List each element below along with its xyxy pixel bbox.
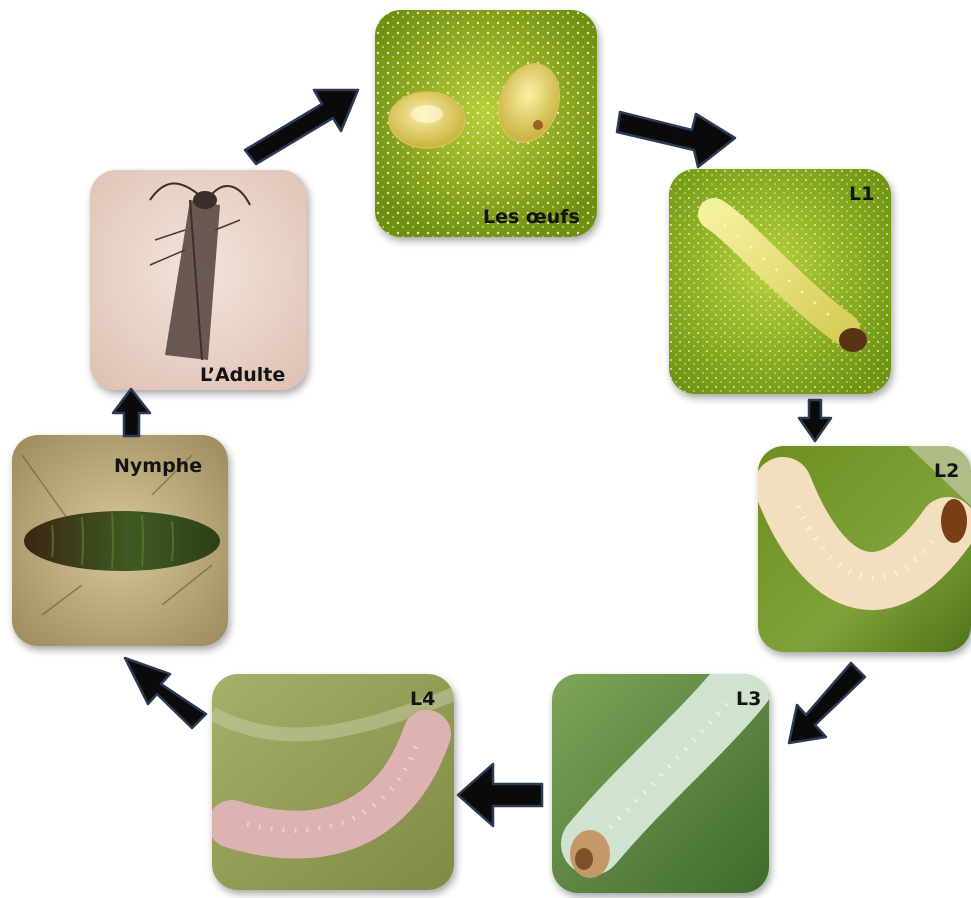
eggs-photo: [375, 10, 597, 237]
l3-label: L3: [736, 688, 761, 710]
arrow-eggs-to-l1: [617, 112, 735, 167]
arrow-l3-to-l4: [458, 764, 542, 826]
arrow-adulte-to-eggs: [245, 90, 358, 164]
arrow-nymphe-to-adulte: [113, 389, 150, 436]
l2-label: L2: [934, 460, 959, 482]
l4-label: L4: [410, 688, 435, 710]
l2-photo-card: L2: [758, 446, 971, 652]
l1-photo-card: L1: [669, 169, 891, 394]
adulte-photo-card: L’Adulte: [90, 170, 307, 390]
adulte-label: L’Adulte: [200, 364, 285, 386]
l1-label: L1: [849, 183, 874, 205]
l3-photo-card: L3: [552, 674, 769, 893]
eggs-photo-card: Les œufs: [375, 10, 597, 237]
arrow-l4-to-nymphe: [125, 658, 206, 728]
nymphe-label: Nymphe: [114, 455, 202, 477]
eggs-label: Les œufs: [483, 206, 580, 228]
arrow-l2-to-l3: [789, 663, 865, 743]
l4-photo-card: L4: [212, 674, 454, 890]
nymphe-photo-card: Nymphe: [12, 435, 228, 646]
arrow-l1-to-l2: [799, 400, 831, 441]
adult-moth-photo: [90, 170, 307, 390]
